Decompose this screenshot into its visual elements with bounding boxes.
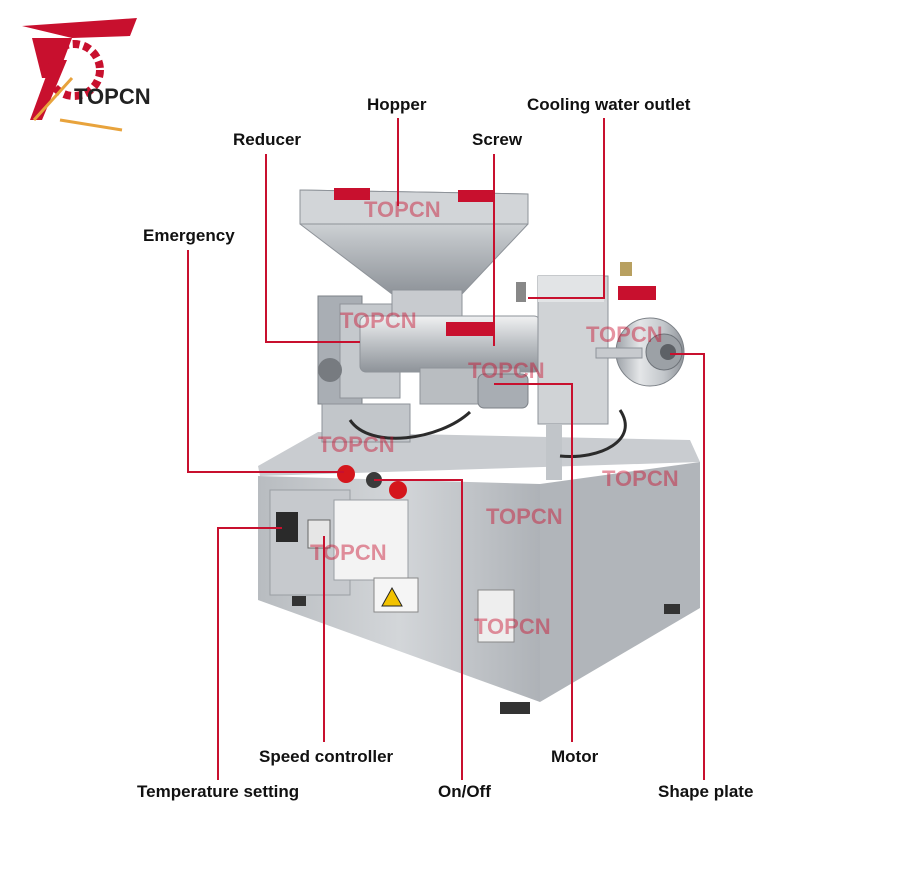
label-shape-plate: Shape plate: [658, 782, 754, 801]
hopper: [299, 188, 529, 327]
label-speed-controller: Speed controller: [259, 747, 394, 766]
info-sticker-icon: [477, 589, 515, 643]
nameplate-icon: [333, 499, 409, 581]
leader-motor: [494, 383, 573, 742]
label-on-off: On/Off: [438, 782, 491, 801]
label-motor: Motor: [551, 747, 599, 766]
start-button-icon[interactable]: [389, 481, 407, 499]
watermarks: TOPCN TOPCN TOPCN TOPCN TOPCN TOPCN TOPC…: [310, 197, 679, 639]
motor: [477, 373, 529, 409]
label-reducer: Reducer: [233, 130, 302, 149]
brand-name: TOPCN: [74, 84, 151, 109]
label-cooling-water-outlet: Cooling water outlet: [527, 95, 691, 114]
watermark-text: TOPCN: [340, 308, 417, 333]
label-screw: Screw: [472, 130, 523, 149]
label-emergency: Emergency: [143, 226, 235, 245]
watermark-text: TOPCN: [586, 322, 663, 347]
watermark-text: TOPCN: [310, 540, 387, 565]
temperature-display-icon[interactable]: [276, 512, 298, 542]
watermark-text: TOPCN: [318, 432, 395, 457]
watermark-text: TOPCN: [468, 358, 545, 383]
topcn-logo-icon: [22, 18, 137, 132]
watermark-text: TOPCN: [602, 466, 679, 491]
leader-on-off: [374, 479, 463, 780]
leader-reducer: [265, 154, 360, 343]
leader-emergency: [187, 250, 344, 473]
watermark-text: TOPCN: [486, 504, 563, 529]
base-cabinet: [258, 432, 700, 714]
label-hopper: Hopper: [367, 95, 427, 114]
label-temperature-setting: Temperature setting: [137, 782, 300, 801]
watermark-text: TOPCN: [364, 197, 441, 222]
leader-temperature-setting: [217, 527, 282, 780]
leader-cooling-water-outlet: [528, 118, 605, 299]
leader-shape-plate: [670, 353, 705, 780]
watermark-text: TOPCN: [474, 614, 551, 639]
emergency-stop-icon[interactable]: [337, 465, 355, 483]
